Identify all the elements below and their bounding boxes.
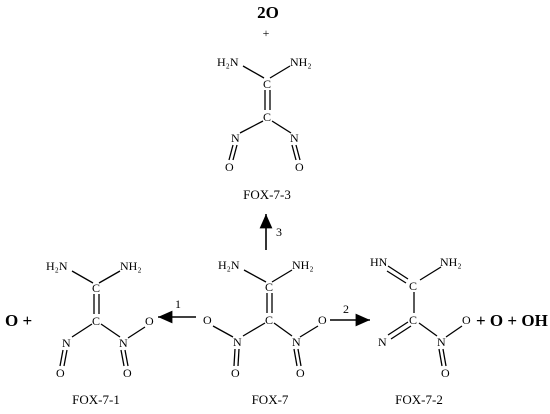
fox73-amine-left: H₂N [217, 55, 239, 69]
fox71-carbon-bottom: C [92, 314, 100, 328]
fox71-oxygen-right-bottom: O [123, 366, 132, 380]
fox7-molecule: H₂N NH₂ C C N N O O O O [203, 258, 327, 380]
fox7-oxygen-right-top: O [318, 313, 327, 327]
fox73-oxygen-left: O [225, 160, 234, 174]
fox72-nitrogen-left: N [378, 335, 387, 349]
top-plus-label: + [263, 26, 270, 40]
fox71-nitrogen-left: N [62, 336, 71, 350]
fox7-nitrogen-right: N [292, 335, 301, 349]
fox7-carbon-bottom: C [265, 313, 273, 327]
fox7-oxygen-left-bottom: O [231, 366, 240, 380]
left-o-plus-label: O + [5, 311, 32, 330]
arrow-step-3-label: 3 [276, 225, 282, 239]
fox71-nitrogen-right: N [119, 336, 128, 350]
fox72-carbon-bottom: C [409, 313, 417, 327]
fox73-name: FOX-7-3 [243, 187, 291, 202]
fox72-oxygen-right-top: O [462, 313, 471, 327]
fox72-name: FOX-7-2 [395, 392, 443, 407]
fox71-amine-left: H₂N [46, 259, 68, 273]
fox72-amine-right: NH₂ [440, 255, 462, 269]
fox71-carbon-top: C [92, 281, 100, 295]
arrow-step-1-label: 1 [175, 297, 181, 311]
fox73-nitrogen-left: N [231, 131, 240, 145]
arrow-step-2-label: 2 [343, 302, 349, 316]
top-2o-label: 2O [257, 3, 279, 22]
fox73-nitrogen-right: N [290, 131, 299, 145]
fox7-amine-right: NH₂ [292, 258, 314, 272]
fox7-nitrogen-left: N [233, 335, 242, 349]
fox7-2-molecule: HN NH₂ C C N N O O [370, 255, 471, 380]
right-plus-o-plus-oh-label: + O + OH [476, 311, 548, 330]
fox71-amine-right: NH₂ [120, 259, 142, 273]
fox73-carbon-bottom: C [263, 110, 271, 124]
fox72-nitrogen-right: N [437, 335, 446, 349]
fox73-carbon-top: C [263, 77, 271, 91]
fox7-oxygen-left-top: O [203, 313, 212, 327]
fox72-oxygen-right-bottom: O [441, 366, 450, 380]
fox7-1-molecule: H₂N NH₂ C C N N O O O [46, 259, 154, 380]
fox73-oxygen-right: O [295, 160, 304, 174]
fox71-name: FOX-7-1 [72, 392, 120, 407]
fox72-carbon-top: C [409, 279, 417, 293]
fox71-oxygen-right-top: O [145, 314, 154, 328]
fox71-oxygen-left: O [56, 366, 65, 380]
fox72-imine-left: HN [370, 255, 388, 269]
fox7-carbon-top: C [265, 280, 273, 294]
fox7-amine-left: H₂N [218, 258, 240, 272]
fox7-name: FOX-7 [252, 392, 289, 407]
fox73-amine-right: NH₂ [290, 55, 312, 69]
fox7-3-molecule: H₂N NH₂ C C N N O O [217, 55, 312, 174]
fox7-oxygen-right-bottom: O [296, 366, 305, 380]
